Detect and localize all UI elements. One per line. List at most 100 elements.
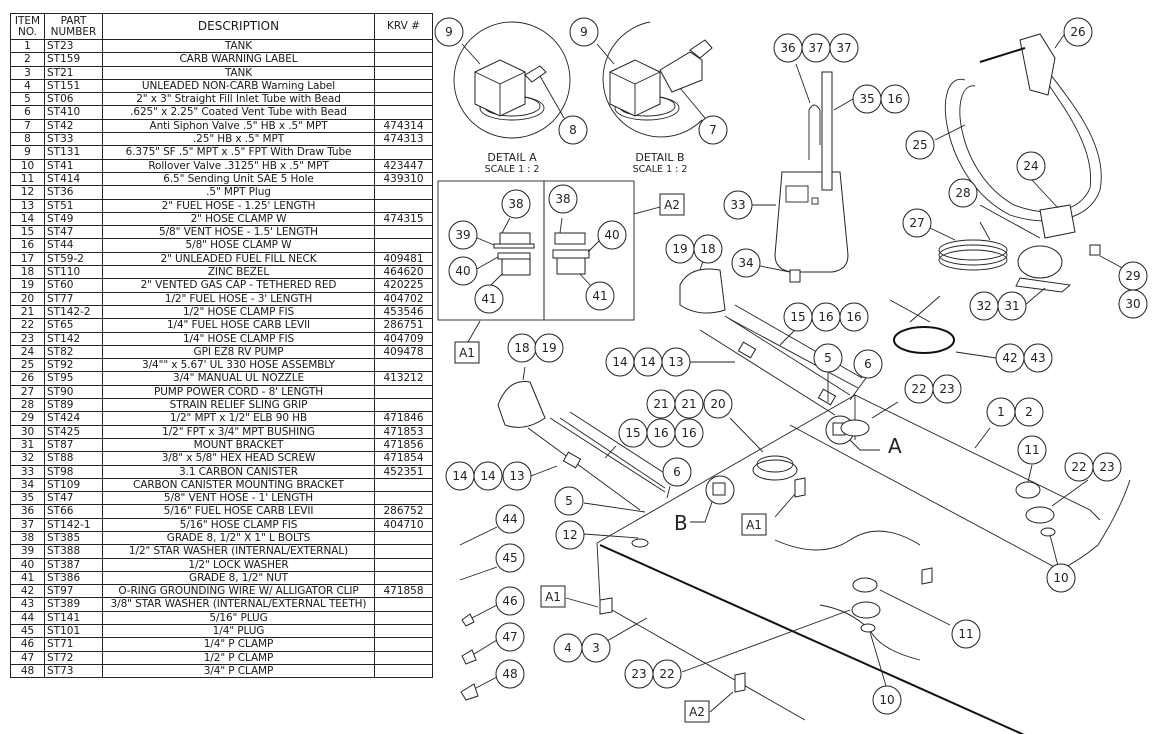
bom-cell-krv-number: 404702 (374, 291, 433, 306)
bom-cell-krv-number: 464620 (374, 265, 433, 280)
balloon-circle (501, 189, 531, 219)
balloon-number: 26 (1070, 25, 1085, 39)
balloon-item-45: 45 (495, 543, 525, 573)
leader-22-23b (1051, 479, 1089, 507)
balloon-number: 23 (1099, 460, 1114, 474)
tank-fitting-b (712, 482, 726, 496)
leader-41a (489, 273, 503, 287)
leader-11b (879, 589, 951, 626)
leader-view-a (849, 439, 880, 451)
bom-cell-description: 1/4" HOSE CLAMP FIS (102, 331, 375, 346)
balloon-circle (853, 349, 883, 379)
tank-hose-loop-a (840, 419, 870, 437)
leader-4-3 (606, 617, 648, 642)
balloon-item-3: 3 (581, 633, 611, 663)
leader-35 (833, 98, 854, 111)
carbon-canister (752, 63, 854, 283)
detail-b-leader-7 (679, 87, 706, 119)
leader-18-19-lower (522, 366, 526, 381)
bom-cell-item-no: 29 (10, 411, 45, 426)
balloon-number: 10 (1053, 571, 1068, 585)
balloon-circle (698, 115, 728, 145)
grounding-wire-lead (889, 299, 931, 323)
balloon-item-23: 23 (932, 374, 962, 404)
balloon-number: 21 (653, 397, 668, 411)
detail-b-leader-9 (596, 43, 615, 65)
balloon-number: 35 (859, 92, 874, 106)
balloon-item-15: 15 (783, 302, 813, 332)
balloon-circle (674, 418, 704, 448)
balloon-item-33: 33 (723, 190, 753, 220)
balloon-number: 34 (738, 256, 753, 270)
balloon-circle (474, 284, 504, 314)
balloon-item-40: 40 (597, 220, 627, 250)
balloon-number: 44 (502, 512, 517, 526)
leader-34 (759, 265, 791, 273)
balloon-circle (434, 17, 464, 47)
balloon-circle (731, 248, 761, 278)
balloon-circle (534, 333, 564, 363)
balloon-circle (448, 220, 478, 250)
balloon-number: 9 (445, 25, 453, 39)
balloon-number: 16 (846, 310, 861, 324)
bom-cell-description: 5/16" PLUG (102, 610, 375, 626)
balloon-item-5: 5 (554, 486, 584, 516)
bom-cell-krv-number: 404710 (374, 517, 433, 532)
balloon-item-27: 27 (902, 208, 932, 238)
tag-a1-lower-box (540, 585, 566, 608)
leader-38b (559, 217, 563, 234)
power-cord-end (979, 221, 991, 241)
balloon-number: 10 (879, 693, 894, 707)
view-letter-a: A (888, 434, 902, 458)
grounding-wire (889, 295, 997, 359)
balloon-number: 13 (668, 355, 683, 369)
header-part-line1: PART (60, 14, 87, 27)
balloon-circle (829, 33, 859, 63)
hardware-box-a2 (543, 180, 635, 321)
lower-zinc-bezel (497, 380, 546, 428)
bom-cell-krv-number: 413212 (374, 371, 433, 386)
balloon-number: 42 (1002, 351, 1017, 365)
leader-6-lower (666, 485, 671, 499)
bom-cell-krv-number: 439310 (374, 171, 433, 187)
view-letter-b: B (674, 511, 688, 535)
balloon-item-13: 13 (661, 347, 691, 377)
balloon-circle (872, 685, 902, 715)
bom-cell-item-no: 13 (10, 198, 45, 213)
balloon-circle (1016, 151, 1046, 181)
balloon-item-11: 11 (1017, 435, 1047, 465)
header-item-line1: ITEM (14, 14, 41, 27)
balloon-number: 38 (508, 197, 523, 211)
detail-a-leader-8 (539, 75, 565, 119)
canister-label-area (785, 185, 809, 203)
bom-cell-item-no: 6 (10, 105, 45, 120)
bom-cell-description: Rollover Valve .3125" HB x .5" MPT (102, 158, 375, 173)
balloon-item-12: 12 (555, 520, 585, 550)
balloon-number: 11 (1024, 443, 1039, 457)
p-clamp-48 (460, 683, 479, 701)
balloon-number: 28 (955, 186, 970, 200)
balloon-circle (693, 234, 723, 264)
balloon-circle (555, 520, 585, 550)
leader-36 (795, 63, 811, 104)
tag-a1-left: A1 (454, 341, 480, 364)
tag-a1-mid-box (741, 513, 767, 536)
balloon-number: 2 (1025, 405, 1033, 419)
balloon-number: 38 (555, 192, 570, 206)
balloon-number: 30 (1125, 297, 1140, 311)
balloon-number: 33 (730, 198, 745, 212)
balloon-item-18: 18 (693, 234, 723, 264)
leader-5-lower (583, 502, 646, 513)
balloon-circle (813, 343, 843, 373)
